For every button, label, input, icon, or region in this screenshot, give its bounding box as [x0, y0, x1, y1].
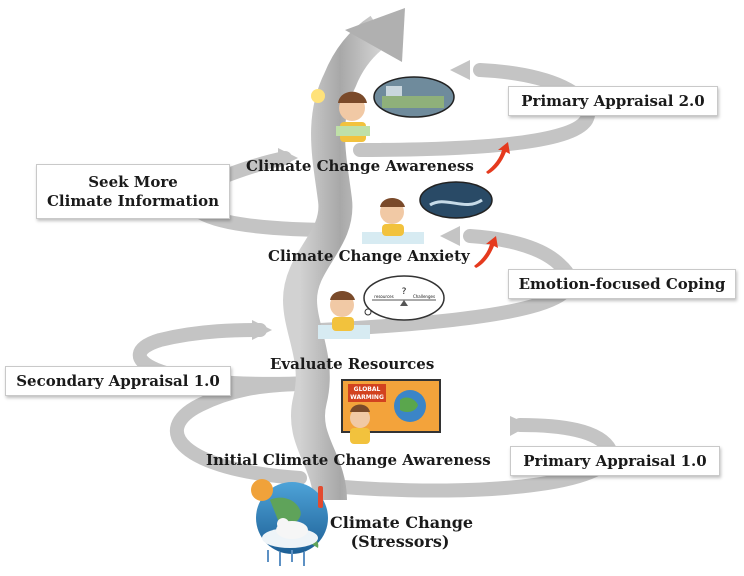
loop-arrowhead-4 — [278, 148, 298, 168]
kid-figure-4 — [311, 89, 370, 142]
climate-change-label: Climate Change (Stressors) — [330, 513, 474, 552]
kid-figure-3 — [362, 198, 424, 244]
seek-info-line1: Seek More — [88, 172, 178, 191]
initial-awareness-label: Initial Climate Change Awareness — [206, 451, 491, 469]
kid-figure-1 — [350, 404, 370, 444]
bubble-question: ? — [402, 287, 407, 297]
anxiety-up-arrow — [474, 236, 498, 268]
secondary-appraisal-1-text: Secondary Appraisal 1.0 — [16, 371, 220, 390]
lightbulb-icon — [311, 89, 325, 103]
stressors-text: (Stressors) — [350, 532, 450, 552]
emotion-focused-coping-box: Emotion-focused Coping — [508, 269, 736, 299]
thermometer-icon — [318, 486, 323, 508]
awareness-label: Climate Change Awareness — [246, 157, 474, 175]
kid-figure-2 — [318, 291, 370, 339]
thought-bubble-resources — [363, 275, 445, 321]
sun-icon — [251, 479, 273, 501]
loop-arrowhead-3 — [440, 226, 460, 246]
loop-arrowhead-5 — [450, 60, 470, 80]
climate-change-text: Climate Change — [330, 513, 474, 532]
primary-appraisal-1-box: Primary Appraisal 1.0 — [510, 446, 720, 476]
loop-arrowhead-2 — [252, 320, 272, 340]
main-spiral-arrow — [282, 15, 390, 502]
poster-text-line1: GLOBAL — [354, 386, 381, 393]
poster-text-line2: WARMING — [350, 394, 384, 401]
seek-info-line2: Climate Information — [46, 191, 220, 210]
anxiety-label: Climate Change Anxiety — [268, 247, 470, 265]
seek-info-box: Seek More Climate Information — [36, 164, 230, 219]
secondary-appraisal-1-box: Secondary Appraisal 1.0 — [5, 366, 231, 396]
loop-arrowheads — [252, 60, 530, 436]
thought-bubble-storm — [419, 181, 493, 219]
loop-arrowhead-1 — [510, 416, 530, 436]
globe-illustration — [251, 479, 328, 566]
emotion-focused-coping-text: Emotion-focused Coping — [518, 274, 726, 293]
primary-appraisal-1-text: Primary Appraisal 1.0 — [523, 451, 707, 470]
main-spiral-arrowhead — [345, 8, 405, 62]
primary-appraisal-2-box: Primary Appraisal 2.0 — [508, 86, 718, 116]
thought-bubble-flood — [373, 76, 455, 118]
evaluate-resources-label: Evaluate Resources — [270, 355, 435, 373]
bubble-right-word: Challenges — [413, 294, 435, 299]
primary-appraisal-2-text: Primary Appraisal 2.0 — [521, 91, 705, 110]
red-up-arrows — [474, 142, 510, 268]
awareness-up-arrow — [486, 142, 510, 174]
bubble-left-word: resources — [374, 294, 393, 299]
